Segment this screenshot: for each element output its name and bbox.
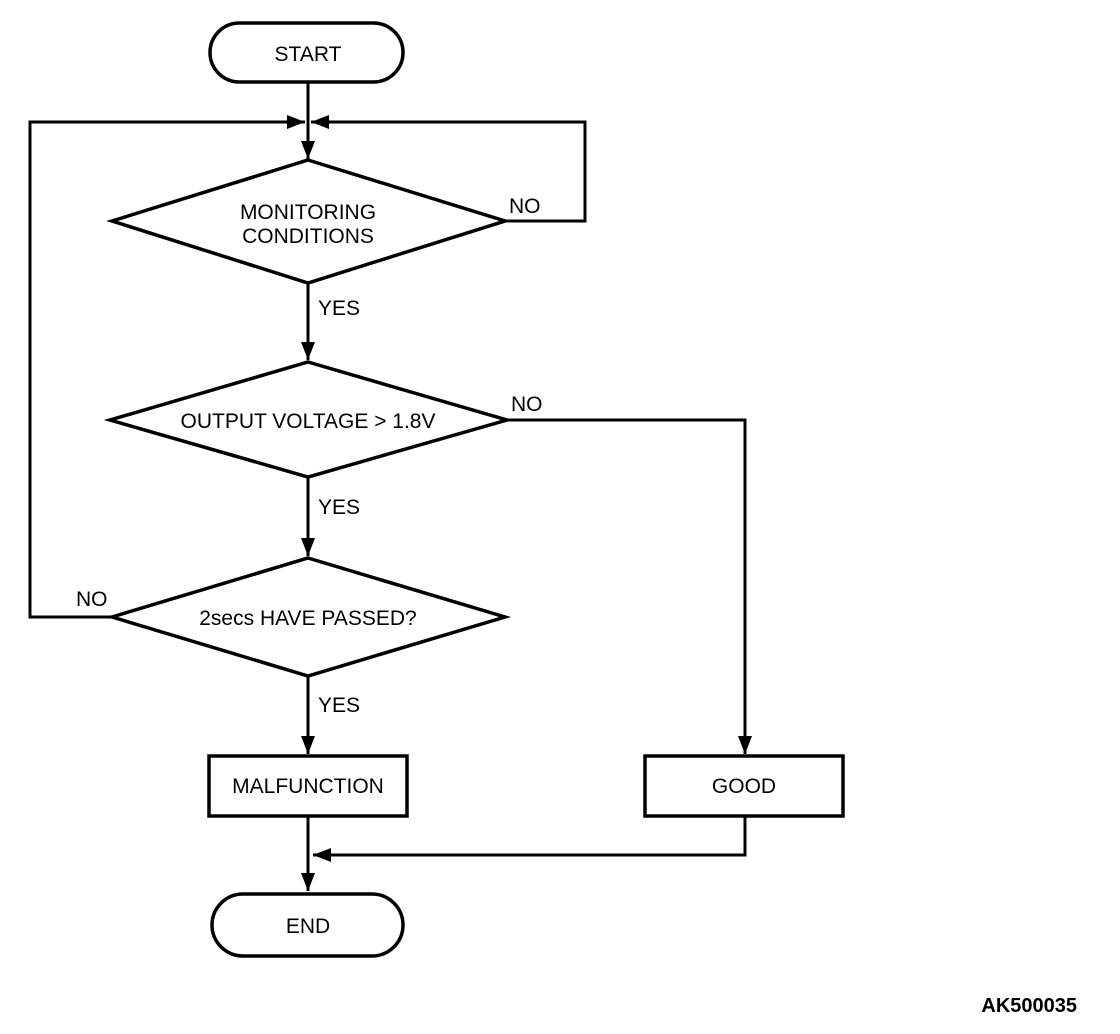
monitoring-no-label: NO (509, 195, 541, 218)
edge-good-to-end-line (313, 816, 747, 862)
good-label: GOOD (712, 775, 776, 798)
monitoring-yes-label: YES (318, 297, 360, 320)
figure-code-label: AK500035 (981, 995, 1077, 1017)
malfunction-process (207, 754, 409, 818)
edge-monitoring-no-loop (311, 115, 587, 223)
secs-passed-decision (105, 556, 512, 678)
passed-no-label: NO (76, 588, 108, 611)
voltage-yes-label: YES (318, 496, 360, 519)
edge-voltage-no-to-good (507, 418, 752, 754)
start-terminator (208, 21, 405, 84)
secs-passed-label: 2secs HAVE PASSED? (199, 607, 416, 630)
malfunction-label: MALFUNCTION (232, 775, 384, 798)
start-label: START (275, 43, 342, 66)
end-terminator (210, 892, 405, 958)
passed-yes-label: YES (318, 694, 360, 717)
end-label: END (286, 915, 330, 938)
monitoring-conditions-decision (106, 158, 511, 285)
monitoring-conditions-label-line2: CONDITIONS (242, 225, 374, 248)
output-voltage-decision (103, 360, 514, 479)
voltage-no-label: NO (511, 393, 543, 416)
good-process (643, 754, 845, 818)
monitoring-conditions-label-line1: MONITORING (240, 201, 376, 224)
output-voltage-label: OUTPUT VOLTAGE > 1.8V (181, 410, 436, 433)
edge-passed-no-loop (28, 115, 305, 619)
